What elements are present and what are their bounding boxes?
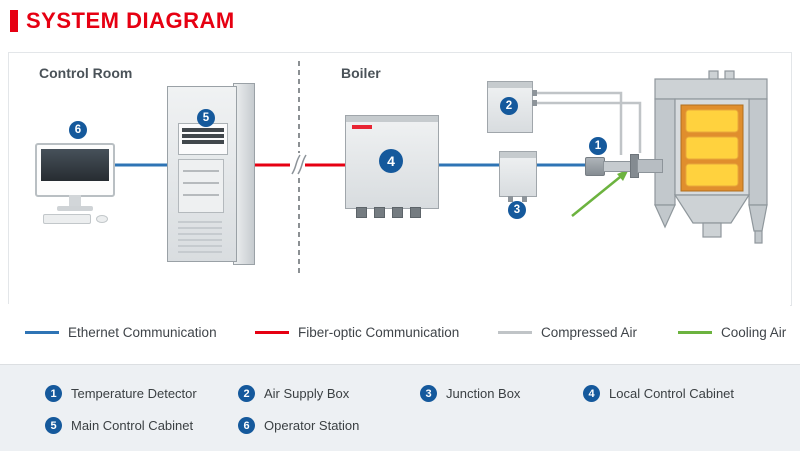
legend-item-junction-box: 3 Junction Box — [420, 385, 520, 402]
legend-item-operator-station: 6 Operator Station — [238, 417, 359, 434]
region-label-boiler: Boiler — [341, 65, 381, 81]
monitor-display — [41, 149, 109, 181]
legend-label: Ethernet Communication — [68, 325, 217, 340]
cabinet-breaker-panel — [178, 123, 228, 155]
boiler-hopper — [673, 194, 751, 224]
temperature-detector-head — [585, 157, 605, 176]
air-outlet-port — [532, 90, 537, 96]
legend-ethernet: Ethernet Communication — [25, 325, 217, 340]
header: SYSTEM DIAGRAM — [10, 8, 235, 34]
flame-zone-3 — [685, 163, 739, 187]
local-control-cabinet — [345, 115, 439, 218]
legend-item-label: Operator Station — [264, 418, 360, 433]
legend-item-temperature-detector: 1 Temperature Detector — [45, 385, 197, 402]
cabinet-inner-panel — [178, 159, 224, 213]
legend-badge: 1 — [45, 385, 62, 402]
cooling-air-swatch — [678, 331, 712, 334]
cable-gland — [374, 207, 385, 218]
cable-gland — [356, 207, 367, 218]
legend-item-label: Temperature Detector — [71, 386, 197, 401]
legend-label: Compressed Air — [541, 325, 638, 340]
ethernet-line-swatch — [25, 331, 59, 334]
legend-label: Cooling Air — [721, 325, 787, 340]
operator-station-monitor — [33, 143, 117, 227]
fiber-line-swatch — [255, 331, 289, 334]
legend-item-label: Junction Box — [446, 386, 521, 401]
legend-item-label: Main Control Cabinet — [71, 418, 194, 433]
mouse — [96, 215, 108, 223]
legend-label: Fiber-optic Communication — [298, 325, 460, 340]
legend-item-label: Local Control Cabinet — [609, 386, 735, 401]
boiler-furnace — [654, 70, 768, 244]
line-legend: Ethernet Communication Fiber-optic Commu… — [8, 304, 790, 365]
flame-zone-2 — [685, 136, 739, 160]
line-break-symbol — [290, 153, 307, 177]
numbered-legend: 1 Temperature Detector 2 Air Supply Box … — [0, 364, 800, 451]
cabinet-top-strip — [346, 116, 438, 122]
junction-box — [499, 151, 537, 202]
air-outlet-port — [532, 100, 537, 106]
detector-pipe — [603, 161, 633, 172]
legend-cooling-air: Cooling Air — [678, 325, 786, 340]
badge-local-control-cabinet: 4 — [379, 149, 403, 173]
cooling-air-arrowhead — [617, 169, 629, 181]
cable-gland — [392, 207, 403, 218]
flame-zone-1 — [685, 109, 739, 133]
legend-badge: 6 — [238, 417, 255, 434]
legend-item-local-control-cabinet: 4 Local Control Cabinet — [583, 385, 734, 402]
legend-fiber-optic: Fiber-optic Communication — [255, 325, 459, 340]
badge-junction-box: 3 — [508, 201, 526, 219]
keyboard — [43, 214, 91, 224]
badge-main-control-cabinet: 5 — [197, 109, 215, 127]
diagram-lines-layer — [109, 61, 768, 277]
legend-compressed-air: Compressed Air — [498, 325, 637, 340]
legend-item-label: Air Supply Box — [264, 386, 350, 401]
monitor-screen — [35, 143, 115, 197]
junction-port — [522, 196, 527, 202]
legend-badge: 5 — [45, 417, 62, 434]
legend-badge: 2 — [238, 385, 255, 402]
cabinet-vents — [178, 221, 222, 253]
compressed-air-line-2 — [531, 101, 642, 153]
monitor-base — [57, 206, 93, 211]
legend-item-main-control-cabinet: 5 Main Control Cabinet — [45, 417, 193, 434]
badge-operator-station: 6 — [69, 121, 87, 139]
title-accent-bar — [10, 10, 18, 32]
legend-badge: 4 — [583, 385, 600, 402]
monitor-stand — [69, 195, 81, 206]
page-title: SYSTEM DIAGRAM — [26, 8, 235, 33]
badge-air-supply-box: 2 — [500, 97, 518, 115]
region-label-control-room: Control Room — [39, 65, 133, 81]
compressed-air-line-1 — [531, 91, 623, 155]
legend-badge: 3 — [420, 385, 437, 402]
brand-mark-icon — [352, 125, 372, 129]
cable-gland — [410, 207, 421, 218]
legend-item-air-supply-box: 2 Air Supply Box — [238, 385, 349, 402]
box-top-strip — [488, 82, 532, 88]
system-diagram-panel: Control Room Boiler — [8, 52, 792, 306]
badge-temperature-detector: 1 — [589, 137, 607, 155]
compressed-air-swatch — [498, 331, 532, 334]
detector-nozzle — [637, 159, 663, 173]
junction-port — [508, 196, 513, 202]
box-top-strip — [500, 152, 536, 158]
cooling-air-line — [571, 172, 626, 217]
